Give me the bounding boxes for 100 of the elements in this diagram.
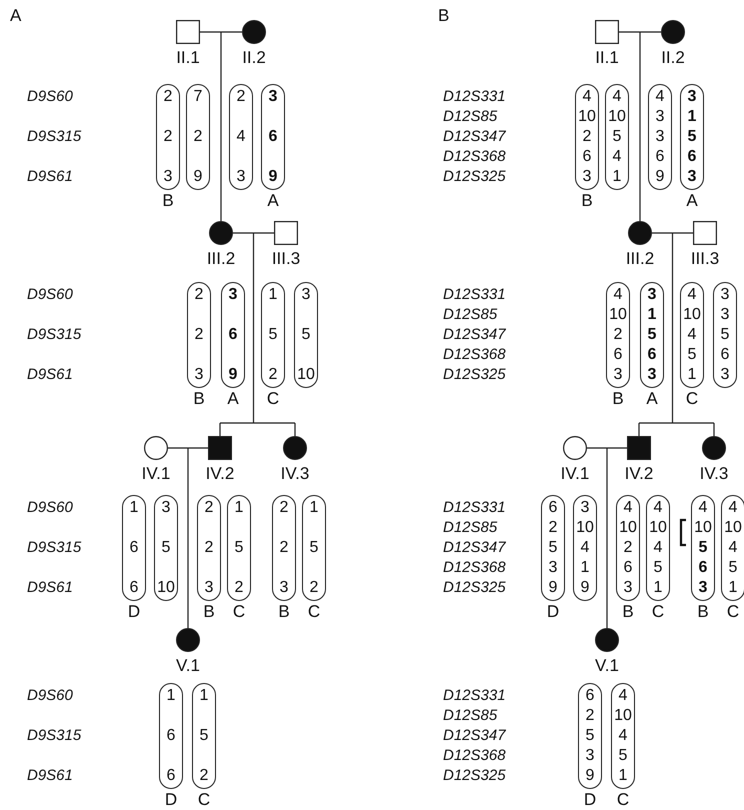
- allele-value: 6: [166, 726, 176, 745]
- individual-id: III.2: [624, 249, 656, 269]
- allele-value: 3: [278, 578, 290, 597]
- allele-value: 6: [646, 346, 658, 364]
- haplotype-letter: A: [685, 191, 699, 211]
- individual-id: V.1: [594, 656, 620, 676]
- marker-name: D12S325: [443, 767, 506, 785]
- panel-letter: B: [438, 6, 450, 26]
- individual-id: IV.2: [624, 464, 654, 484]
- allele-value: 10: [296, 366, 316, 384]
- marriage-line: [168, 447, 208, 449]
- haplotype-letter: B: [202, 602, 216, 622]
- marker-name: D9S315: [27, 128, 82, 146]
- allele-value: 5: [160, 538, 172, 557]
- haplotype-bar: [122, 495, 146, 601]
- allele-value: 10: [575, 518, 595, 537]
- allele-value: 2: [204, 498, 214, 517]
- marker-name: D12S325: [443, 579, 506, 597]
- individual-id: IV.1: [140, 464, 172, 484]
- allele-value: 5: [686, 346, 698, 364]
- haplotype-bar: [192, 683, 216, 789]
- haplotype-bar: [611, 683, 635, 789]
- panel-letter: A: [10, 6, 22, 26]
- individual-id: III.3: [690, 249, 720, 269]
- marker-name: D12S368: [443, 346, 506, 364]
- allele-value: 9: [192, 168, 204, 186]
- marker-name: D12S331: [443, 687, 506, 705]
- haplotype-bar: [187, 282, 211, 388]
- allele-value: 2: [236, 88, 246, 106]
- marriage-line: [619, 31, 661, 33]
- allele-value: 2: [234, 578, 244, 597]
- marker-name: D12S85: [443, 707, 498, 725]
- haplotype-letter: B: [611, 389, 625, 409]
- allele-value: 10: [577, 108, 597, 126]
- individual-id: V.1: [175, 656, 201, 676]
- allele-value: 2: [162, 88, 174, 106]
- allele-value: 2: [278, 498, 290, 517]
- haplotype-bar: [272, 495, 296, 601]
- allele-value: 5: [548, 538, 558, 557]
- allele-value: 1: [612, 168, 622, 186]
- allele-value: 3: [654, 128, 666, 146]
- individual-id: IV.1: [560, 464, 590, 484]
- allele-value: 1: [234, 498, 244, 517]
- allele-value: 3: [580, 498, 590, 517]
- allele-value: 3: [548, 558, 558, 577]
- marker-name: D12S85: [443, 108, 498, 126]
- individual-id: II.2: [241, 48, 267, 68]
- allele-value: 4: [612, 148, 622, 166]
- allele-value: 6: [128, 538, 140, 557]
- haplotype-bar: [302, 495, 326, 601]
- haplotype-letter: C: [726, 602, 740, 622]
- allele-value: 2: [194, 286, 204, 304]
- descent-line: [639, 32, 641, 221]
- haplotype-bar: [680, 282, 704, 388]
- haplotype-letter: A: [266, 191, 280, 211]
- marriage-line: [233, 232, 274, 234]
- allele-value: 3: [236, 168, 246, 186]
- allele-value: 2: [584, 706, 596, 725]
- allele-value: 1: [686, 108, 698, 126]
- allele-value: 2: [268, 366, 278, 384]
- allele-value: 5: [300, 326, 312, 344]
- allele-value: 1: [646, 306, 658, 324]
- haplotype-letter: B: [161, 191, 175, 211]
- marriage-line: [587, 447, 627, 449]
- haplotype-bar: [646, 495, 670, 601]
- haplotype-bar: [605, 84, 629, 190]
- haplotype-bar: [606, 282, 630, 388]
- marker-name: D9S315: [27, 539, 82, 557]
- marker-name: D9S315: [27, 326, 82, 344]
- allele-value: 3: [612, 366, 624, 384]
- allele-value: 10: [682, 306, 702, 324]
- allele-value: 9: [268, 168, 278, 186]
- allele-value: 2: [198, 766, 210, 785]
- allele-value: 6: [698, 558, 708, 577]
- allele-value: 1: [268, 286, 278, 304]
- haplotype-letter: C: [616, 790, 630, 810]
- haplotype-bar: [648, 84, 672, 190]
- allele-value: 9: [548, 578, 558, 597]
- haplotype-bar: [227, 495, 251, 601]
- allele-value: 2: [204, 538, 214, 557]
- marker-name: D9S61: [27, 168, 73, 186]
- allele-value: 6: [622, 558, 634, 577]
- descent-line: [606, 448, 608, 628]
- individual-id: II.1: [594, 48, 620, 68]
- marker-name: D9S315: [27, 727, 82, 745]
- allele-value: 6: [128, 578, 140, 597]
- marker-name: D12S368: [443, 747, 506, 765]
- haplotype-bar: [640, 282, 664, 388]
- individual-id: II.2: [660, 48, 686, 68]
- allele-value: 6: [654, 148, 666, 166]
- allele-value: 6: [686, 148, 698, 166]
- allele-value: 4: [618, 686, 628, 705]
- allele-value: 2: [162, 128, 174, 146]
- allele-value: 10: [693, 518, 713, 537]
- allele-value: 5: [686, 128, 698, 146]
- allele-value: 9: [580, 578, 590, 597]
- allele-value: 1: [308, 498, 320, 517]
- allele-value: 1: [686, 366, 698, 384]
- marker-name: D9S61: [27, 579, 73, 597]
- haplotype-letter: D: [126, 602, 142, 622]
